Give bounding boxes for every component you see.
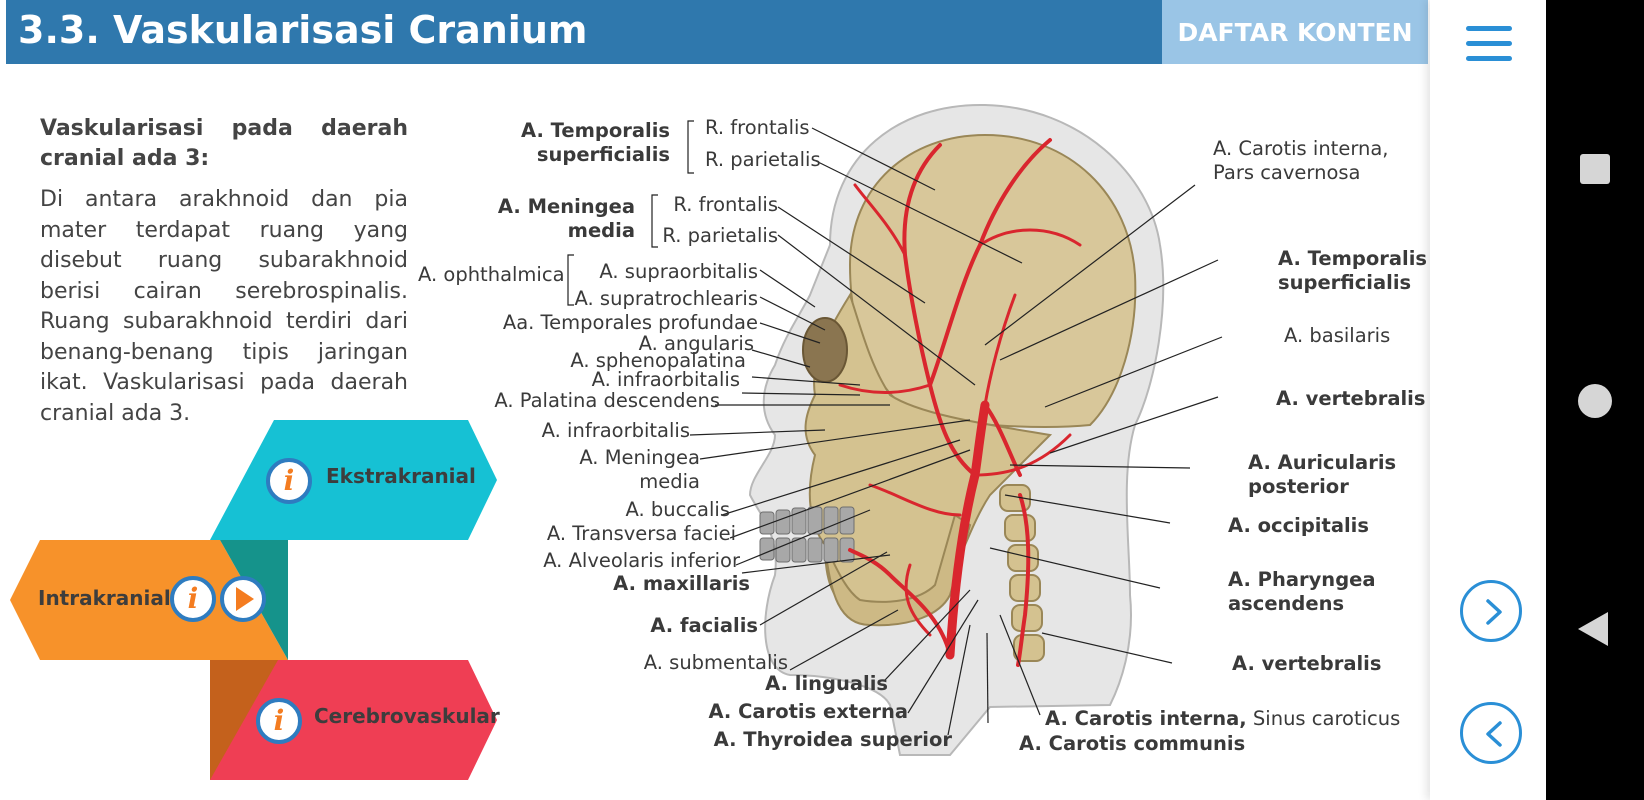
label-a-basilaris: A. basilaris — [1284, 324, 1391, 347]
label-sinus-caroticus: Sinus caroticus — [1252, 707, 1401, 730]
label-r-frontalis-meningea: R. frontalis — [673, 193, 778, 216]
hamburger-icon-bar-3 — [1466, 56, 1512, 61]
diagram-illustration — [567, 103, 1223, 756]
ekstrakranial-info-button[interactable]: i — [266, 458, 312, 504]
table-of-contents-button[interactable]: DAFTAR KONTEN — [1162, 0, 1428, 64]
intro-body: Di antara arakhnoid dan pia mater terdap… — [40, 187, 408, 426]
label-a-carotis-interna-sinus: A. Carotis interna, Sinus caroticus — [1045, 707, 1400, 731]
label-aa-temporales-profundae: Aa. Temporales profundae — [502, 311, 758, 334]
hamburger-icon-bar-2 — [1466, 41, 1512, 46]
intrakranial-info-button[interactable]: i — [170, 576, 216, 622]
label-a-facialis: A. facialis — [650, 614, 758, 637]
label-a-buccalis: A. buccalis — [625, 498, 730, 521]
recents-button[interactable] — [1580, 154, 1610, 184]
orbit — [802, 317, 848, 383]
label-a-supratrochlearis: A. supratrochlearis — [574, 287, 758, 310]
label-a-meningea-media-lower-1: A. Meningea — [579, 446, 700, 469]
play-icon — [236, 587, 254, 611]
label-a-infraorbitalis-lower: A. infraorbitalis — [541, 419, 690, 442]
intro-heading: Vaskularisasi pada daerah cranial ada 3: — [40, 116, 408, 171]
label-a-temporalis-superficialis-right-1: A. Temporalis — [1278, 247, 1428, 270]
label-a-temporalis-superficialis-2: superficialis — [536, 143, 670, 166]
label-a-lingualis: A. lingualis — [765, 672, 888, 695]
cerebrovaskular-arrow-shape — [210, 660, 497, 780]
intrakranial-play-button[interactable] — [220, 576, 266, 622]
label-a-palatina-descendens: A. Palatina descendens — [494, 389, 720, 412]
label-a-auricularis-posterior-1: A. Auricularis — [1248, 451, 1397, 474]
intrakranial-button[interactable]: Intrakranial i — [10, 540, 290, 660]
next-button[interactable] — [1460, 580, 1522, 642]
label-a-submentalis: A. submentalis — [643, 651, 788, 674]
ekstrakranial-arrow-shape — [210, 420, 497, 540]
label-a-carotis-communis: A. Carotis communis — [1019, 732, 1246, 755]
label-a-supraorbitalis: A. supraorbitalis — [599, 260, 758, 283]
cerebrovaskular-button[interactable]: i Cerebrovaskular — [210, 660, 500, 780]
label-a-carotis-interna-cavernosa-2: Pars cavernosa — [1213, 161, 1361, 184]
chevron-right-icon — [1486, 599, 1502, 625]
label-a-thyroidea-superior: A. Thyroidea superior — [713, 728, 952, 751]
intrakranial-label: Intrakranial — [38, 586, 171, 610]
label-a-transversa-faciei: A. Transversa faciei — [546, 522, 736, 545]
label-a-occipitalis: A. occipitalis — [1228, 514, 1369, 537]
label-r-parietalis: R. parietalis — [705, 148, 821, 171]
label-a-temporalis-superficialis-right-2: superficialis — [1278, 271, 1412, 294]
menu-button[interactable] — [1466, 26, 1512, 64]
label-a-sphenopalatina: A. sphenopalatina — [570, 349, 746, 372]
cerebrovaskular-info-button[interactable]: i — [256, 698, 302, 744]
page-title: 3.3. Vaskularisasi Cranium — [18, 8, 588, 52]
skull-vascular-diagram: A. Temporalis superficialis R. frontalis… — [418, 95, 1430, 800]
label-r-parietalis-meningea: R. parietalis — [662, 224, 778, 247]
leader-lines — [567, 120, 1223, 736]
label-a-carotis-interna-sinus-bold: A. Carotis interna, — [1045, 707, 1247, 730]
home-button[interactable] — [1578, 384, 1612, 418]
label-a-angularis: A. angularis — [638, 332, 754, 355]
back-button[interactable] — [1578, 612, 1608, 646]
label-a-carotis-interna-cavernosa-1: A. Carotis interna, — [1213, 137, 1389, 160]
header-bar: 3.3. Vaskularisasi Cranium — [6, 0, 1162, 64]
cerebrovaskular-label: Cerebrovaskular — [314, 704, 500, 728]
ekstrakranial-button[interactable]: i Ekstrakranial — [210, 420, 500, 540]
label-a-ophthalmica: A. ophthalmica — [418, 263, 565, 286]
label-a-vertebralis-upper: A. vertebralis — [1276, 387, 1426, 410]
arteries — [838, 138, 1082, 667]
label-r-frontalis: R. frontalis — [705, 116, 810, 139]
label-a-auricularis-posterior-2: posterior — [1248, 475, 1349, 498]
label-a-meningea-media-1: A. Meningea — [497, 195, 635, 218]
chevron-left-icon — [1486, 721, 1502, 747]
hamburger-icon-bar-1 — [1466, 26, 1512, 31]
label-a-alveolaris-inferior: A. Alveolaris inferior — [543, 549, 740, 572]
label-a-pharyngea-ascendens-2: ascendens — [1228, 592, 1345, 615]
previous-button[interactable] — [1460, 702, 1522, 764]
right-side-panel — [1430, 0, 1546, 800]
info-icon: i — [283, 464, 295, 497]
system-navigation-bar — [1546, 0, 1644, 800]
label-a-infraorbitalis-upper: A. infraorbitalis — [591, 368, 740, 391]
label-a-meningea-media-2: media — [567, 219, 635, 242]
label-a-carotis-externa: A. Carotis externa — [708, 700, 908, 723]
label-a-pharyngea-ascendens-1: A. Pharyngea — [1228, 568, 1376, 591]
label-a-temporalis-superficialis-1: A. Temporalis — [520, 119, 670, 142]
label-a-maxillaris: A. maxillaris — [613, 572, 750, 595]
info-icon: i — [273, 704, 285, 737]
label-a-meningea-media-lower-2: media — [639, 470, 700, 493]
info-icon: i — [187, 582, 199, 615]
ekstrakranial-label: Ekstrakranial — [326, 464, 476, 488]
label-a-vertebralis-lower: A. vertebralis — [1232, 652, 1382, 675]
cranium — [848, 133, 1137, 428]
